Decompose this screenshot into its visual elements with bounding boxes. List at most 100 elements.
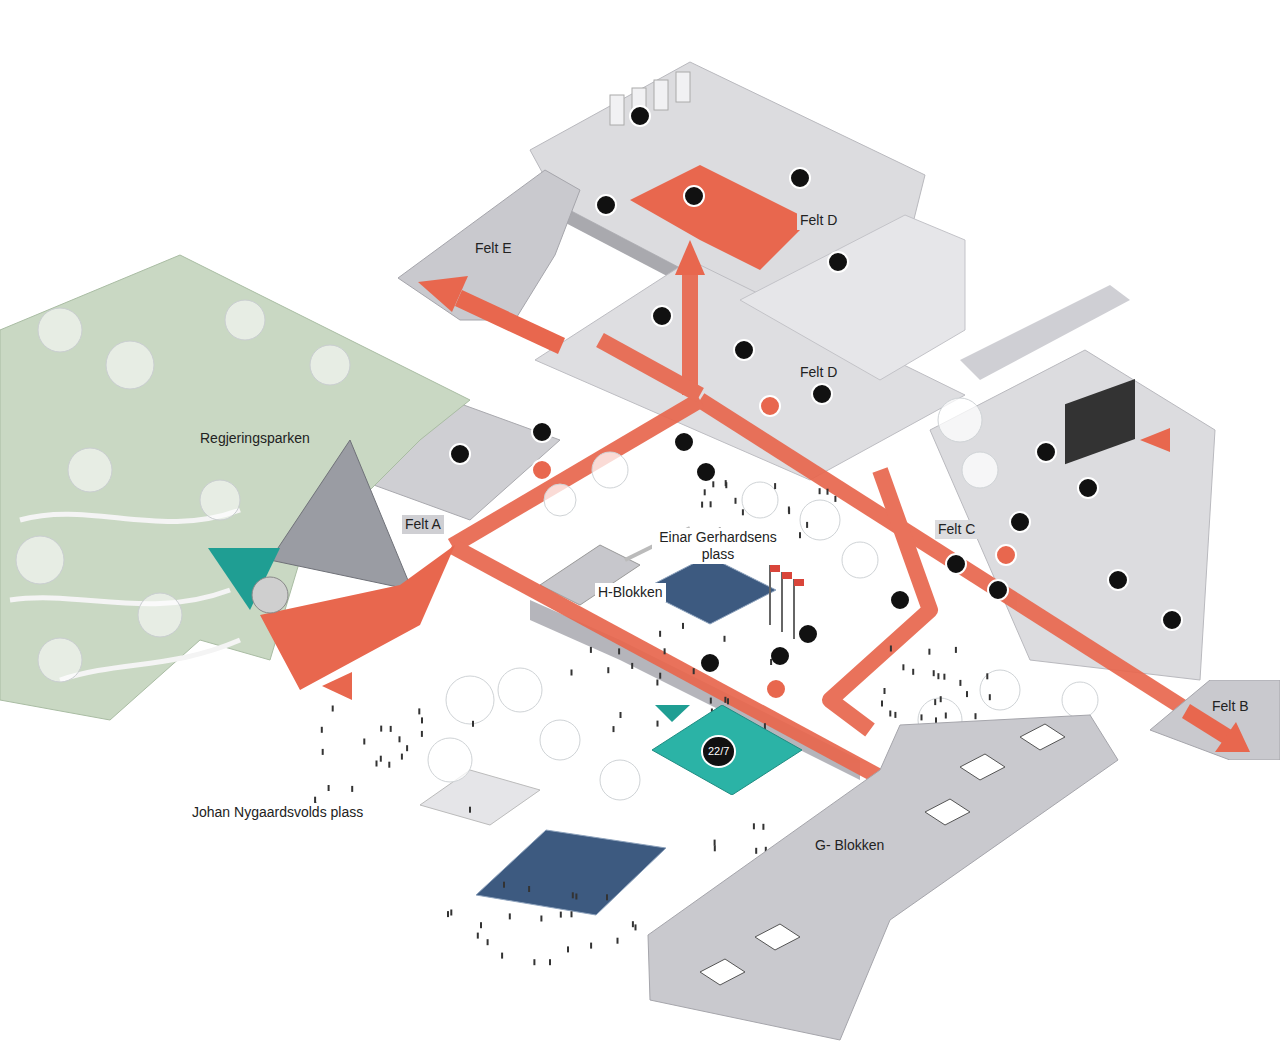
place-label: Felt A bbox=[402, 515, 444, 534]
tree bbox=[938, 398, 982, 442]
person bbox=[774, 483, 776, 489]
person bbox=[770, 659, 772, 665]
person bbox=[959, 680, 961, 686]
tree bbox=[592, 452, 628, 488]
area-node: Felt E bbox=[395, 165, 675, 330]
person bbox=[755, 848, 757, 854]
courtyard bbox=[1020, 724, 1065, 750]
tree bbox=[600, 760, 640, 800]
courtyard bbox=[755, 924, 800, 950]
person bbox=[571, 911, 573, 917]
person bbox=[894, 712, 896, 718]
person bbox=[571, 670, 573, 676]
core-plate bbox=[630, 165, 810, 270]
area-shape bbox=[395, 165, 675, 330]
person bbox=[788, 508, 790, 514]
tree bbox=[742, 482, 778, 518]
tree bbox=[446, 676, 494, 724]
tree bbox=[498, 668, 542, 712]
area-name: G- Blokken bbox=[815, 837, 884, 854]
area-outline bbox=[652, 705, 802, 795]
person bbox=[567, 946, 569, 952]
person bbox=[724, 636, 726, 642]
tree bbox=[980, 670, 1020, 710]
person bbox=[328, 785, 330, 791]
arrow-head bbox=[1215, 722, 1250, 752]
person bbox=[631, 663, 633, 669]
orange-plaza bbox=[260, 545, 455, 690]
place-label: Felt D bbox=[797, 363, 840, 382]
person bbox=[799, 532, 801, 538]
person bbox=[477, 933, 479, 939]
person bbox=[322, 749, 324, 755]
person bbox=[635, 924, 637, 930]
person bbox=[806, 522, 808, 528]
arrow-head bbox=[322, 672, 352, 700]
person bbox=[659, 631, 661, 637]
person bbox=[762, 824, 764, 830]
bridge bbox=[960, 285, 1130, 380]
person bbox=[575, 894, 577, 900]
person bbox=[418, 708, 420, 714]
courtyard bbox=[700, 959, 745, 985]
person bbox=[664, 648, 666, 654]
person bbox=[390, 726, 392, 732]
place-label: Felt D bbox=[797, 211, 840, 230]
person bbox=[986, 673, 988, 679]
person bbox=[701, 502, 703, 508]
flags bbox=[770, 565, 804, 586]
area-name: Felt B bbox=[1212, 698, 1249, 715]
area-outline bbox=[398, 170, 580, 320]
tree bbox=[962, 452, 998, 488]
floor-plate bbox=[740, 215, 965, 380]
person bbox=[933, 670, 935, 676]
person bbox=[945, 713, 947, 719]
person bbox=[889, 711, 891, 717]
person bbox=[943, 674, 945, 680]
person bbox=[937, 673, 939, 679]
person bbox=[501, 953, 503, 959]
person bbox=[472, 721, 474, 727]
person bbox=[714, 845, 716, 851]
area-node: 22/7 bbox=[652, 705, 802, 795]
area-outline bbox=[1150, 680, 1280, 760]
person bbox=[966, 691, 968, 697]
person bbox=[590, 647, 592, 653]
person bbox=[572, 892, 574, 898]
tree bbox=[540, 720, 580, 760]
person bbox=[380, 726, 382, 732]
person bbox=[401, 754, 403, 760]
person bbox=[450, 910, 452, 916]
person bbox=[921, 714, 923, 720]
person bbox=[884, 688, 886, 694]
courtyard bbox=[960, 754, 1005, 780]
person bbox=[314, 797, 316, 803]
person bbox=[682, 623, 684, 629]
tree bbox=[428, 738, 472, 782]
person bbox=[725, 480, 727, 486]
person bbox=[388, 762, 390, 768]
arrow-head bbox=[1140, 428, 1170, 452]
person bbox=[632, 921, 634, 927]
route-band bbox=[455, 290, 565, 354]
person bbox=[890, 646, 892, 652]
lift-icons bbox=[532, 396, 1016, 699]
person bbox=[902, 664, 904, 670]
person bbox=[469, 807, 471, 813]
person bbox=[380, 756, 382, 762]
place-label: H-Blokken bbox=[595, 583, 666, 602]
person bbox=[487, 939, 489, 945]
person bbox=[912, 669, 914, 675]
person bbox=[727, 698, 729, 704]
area-name: Felt E bbox=[475, 240, 512, 257]
person bbox=[617, 938, 619, 944]
place-label: Felt C bbox=[935, 520, 978, 539]
tree bbox=[1062, 682, 1098, 718]
person bbox=[590, 943, 592, 949]
person bbox=[620, 712, 622, 718]
tree bbox=[800, 500, 840, 540]
person bbox=[834, 496, 836, 502]
person bbox=[549, 959, 551, 965]
